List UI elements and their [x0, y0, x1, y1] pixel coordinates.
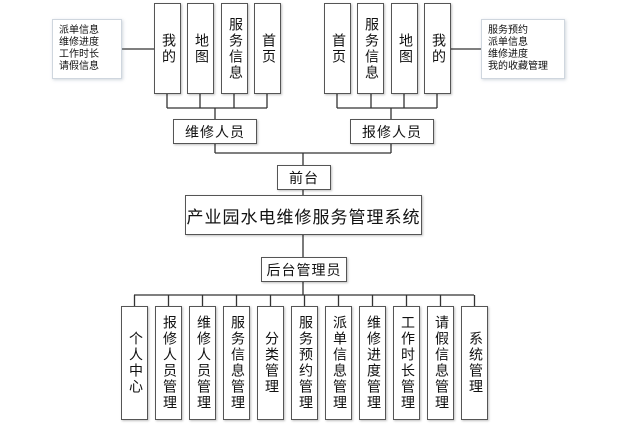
note-item: 维修进度 — [488, 49, 528, 60]
note-item: 请假信息 — [59, 61, 99, 72]
admin-module: 个人中心 — [121, 306, 148, 420]
repairer-module-service-info: 服务信息 — [221, 3, 248, 94]
backend-admin-node: 后台管理员 — [261, 257, 347, 282]
note-item: 工作时长 — [59, 49, 99, 60]
reporter-module-service-info: 服务信息 — [357, 3, 384, 94]
repairer-module-map: 地图 — [187, 3, 214, 94]
repairer-module-mine: 我的 — [154, 3, 181, 94]
admin-module: 请假信息管理 — [427, 306, 454, 420]
note-item: 派单信息 — [488, 37, 528, 48]
note-item: 我的收藏管理 — [488, 61, 548, 72]
reporter-node: 报修人员 — [350, 119, 434, 144]
admin-module: 服务信息管理 — [223, 306, 250, 420]
repairer-node: 维修人员 — [173, 119, 257, 144]
system-title-node: 产业园水电维修服务管理系统 — [185, 195, 422, 235]
admin-module: 报修人员管理 — [155, 306, 182, 420]
admin-module: 分类管理 — [257, 306, 284, 420]
frontend-node: 前台 — [277, 165, 331, 190]
admin-module: 服务预约管理 — [291, 306, 318, 420]
admin-module: 维修进度管理 — [359, 306, 386, 420]
note-item: 维修进度 — [59, 37, 99, 48]
reporter-module-home: 首页 — [324, 3, 351, 94]
repairer-feature-note: 派单信息 维修进度 工作时长 请假信息 — [52, 19, 122, 79]
repairer-module-home: 首页 — [254, 3, 281, 94]
admin-module: 派单信息管理 — [325, 306, 352, 420]
note-item: 服务预约 — [488, 25, 528, 36]
admin-module: 维修人员管理 — [189, 306, 216, 420]
admin-module: 工作时长管理 — [393, 306, 420, 420]
note-item: 派单信息 — [59, 25, 99, 36]
reporter-module-mine: 我的 — [424, 3, 451, 94]
reporter-module-map: 地图 — [391, 3, 418, 94]
reporter-feature-note: 服务预约 派单信息 维修进度 我的收藏管理 — [481, 19, 565, 79]
admin-module: 系统管理 — [461, 306, 488, 420]
